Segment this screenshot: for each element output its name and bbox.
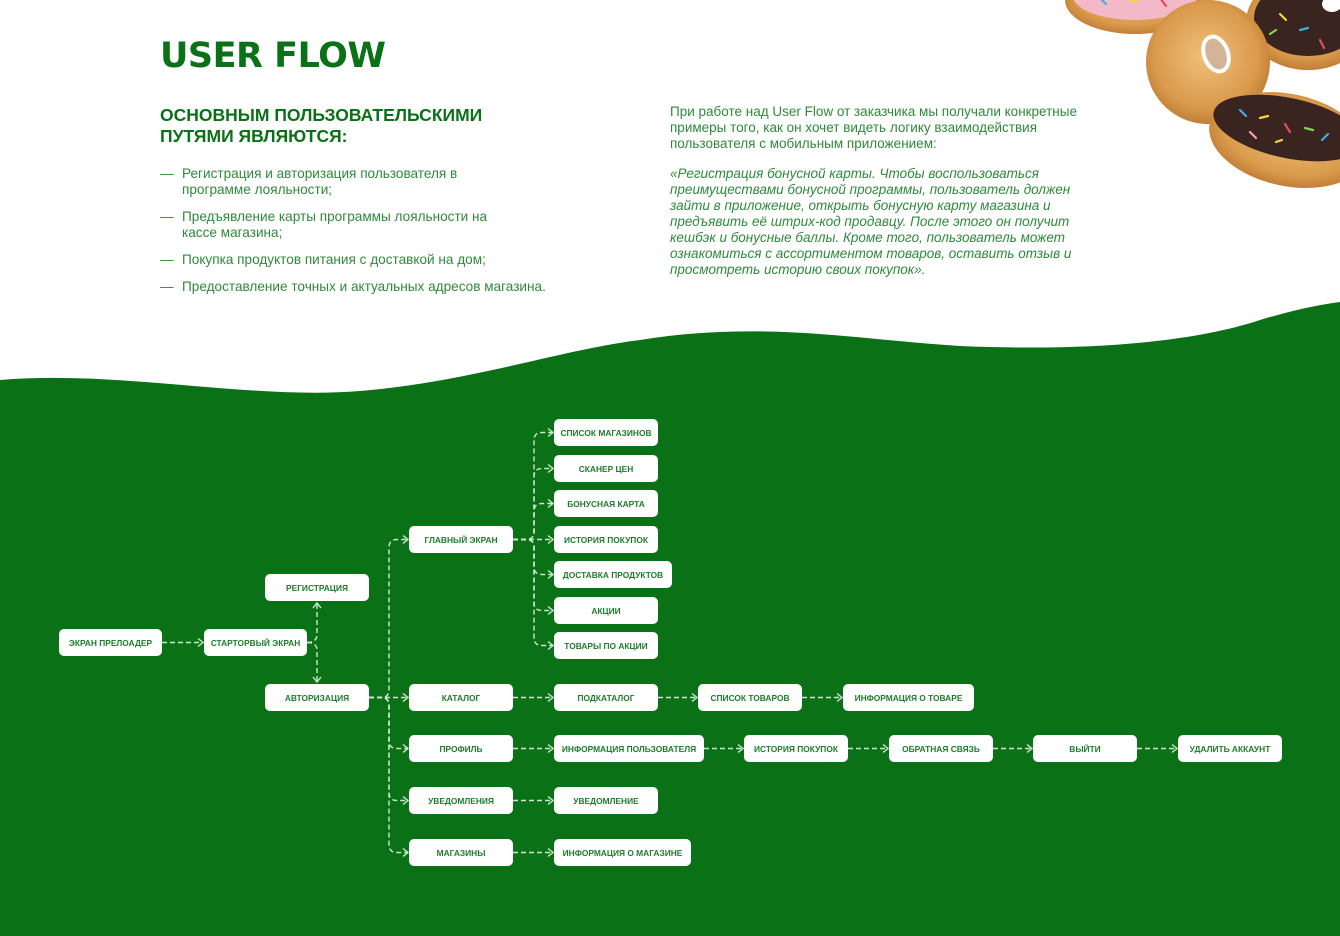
arrowhead-icon bbox=[1171, 743, 1179, 754]
node-authorization[interactable]: АВТОРИЗАЦИЯ bbox=[265, 684, 369, 711]
arrowhead-icon bbox=[547, 498, 555, 509]
node-price-scanner[interactable]: СКАНЕР ЦЕН bbox=[554, 455, 658, 482]
page-title: USER FLOW bbox=[160, 36, 386, 76]
arrowhead-icon bbox=[402, 847, 410, 858]
node-purchase-history[interactable]: ИСТОРИЯ ПОКУПОК bbox=[554, 526, 658, 553]
connector-main-stores_list bbox=[513, 431, 553, 541]
node-notifications[interactable]: УВЕДОМЛЕНИЯ bbox=[409, 787, 513, 814]
client-quote: «Регистрация бонусной карты. Чтобы воспо… bbox=[670, 166, 1072, 277]
connector-authorization-stores bbox=[369, 696, 408, 854]
connector-main-price_scanner bbox=[513, 467, 553, 541]
list-item: — Предъявление карты программы лояльност… bbox=[160, 209, 600, 241]
list-item: — Покупка продуктов питания с доставкой … bbox=[160, 252, 600, 268]
arrowhead-icon bbox=[547, 569, 555, 580]
node-start-screen[interactable]: СТАРТОРВЫЙ ЭКРАН bbox=[204, 629, 307, 656]
sprinkles bbox=[1100, 0, 1330, 144]
node-goods-info[interactable]: ИНФОРМАЦИЯ О ТОВАРЕ bbox=[843, 684, 974, 711]
donuts-illustration bbox=[1065, 0, 1340, 188]
chocolate-donut-top bbox=[1246, 0, 1340, 70]
node-registration[interactable]: РЕГИСТРАЦИЯ bbox=[265, 574, 369, 601]
connector-authorization-main bbox=[369, 538, 408, 699]
arrowhead-icon bbox=[312, 601, 322, 609]
section-subtitle: ОСНОВНЫМ ПОЛЬЗОВАТЕЛЬСКИМИ ПУТЯМИ ЯВЛЯЮТ… bbox=[160, 105, 483, 146]
node-store-info[interactable]: ИНФОРМАЦИЯ О МАГАЗИНЕ bbox=[554, 839, 691, 866]
connector-start-authorization bbox=[306, 641, 318, 682]
arrowhead-icon bbox=[547, 427, 555, 438]
connector-main-delivery bbox=[513, 538, 553, 576]
connector-start-registration bbox=[306, 603, 318, 644]
connector-main-promotions bbox=[513, 538, 553, 612]
list-item-text: Покупка продуктов питания с доставкой на… bbox=[182, 252, 486, 267]
arrowhead-icon bbox=[547, 605, 555, 616]
node-promo-goods[interactable]: ТОВАРЫ ПО АКЦИИ bbox=[554, 632, 658, 659]
node-goods-list[interactable]: СПИСОК ТОВАРОВ bbox=[698, 684, 802, 711]
node-main-screen[interactable]: ГЛАВНЫЙ ЭКРАН bbox=[409, 526, 513, 553]
arrowhead-icon bbox=[1026, 743, 1034, 754]
dash-bullet: — bbox=[160, 166, 174, 181]
dash-bullet: — bbox=[160, 252, 174, 267]
node-logout[interactable]: ВЫЙТИ bbox=[1033, 735, 1137, 762]
dash-bullet: — bbox=[160, 279, 174, 294]
arrowhead-icon bbox=[547, 692, 555, 703]
node-subcatalog[interactable]: ПОДКАТАЛОГ bbox=[554, 684, 658, 711]
node-stores[interactable]: МАГАЗИНЫ bbox=[409, 839, 513, 866]
intro-paragraph: При работе над User Flow от заказчика мы… bbox=[670, 104, 1077, 151]
green-wave-background bbox=[0, 302, 1340, 936]
node-profile[interactable]: ПРОФИЛЬ bbox=[409, 735, 513, 762]
arrowhead-icon bbox=[547, 847, 555, 858]
node-preloader-screen[interactable]: ЭКРАН ПРЕЛОАДЕР bbox=[59, 629, 162, 656]
list-item: — Предоставление точных и актуальных адр… bbox=[160, 279, 600, 295]
node-catalog[interactable]: КАТАЛОГ bbox=[409, 684, 513, 711]
arrowhead-icon bbox=[197, 637, 205, 648]
arrowhead-icon bbox=[402, 692, 410, 703]
list-item: — Регистрация и авторизация пользователя… bbox=[160, 166, 600, 198]
arrowhead-icon bbox=[312, 676, 322, 684]
arrowhead-icon bbox=[402, 534, 410, 545]
arrowhead-icon bbox=[691, 692, 699, 703]
user-paths-list: — Регистрация и авторизация пользователя… bbox=[160, 166, 600, 306]
node-delivery[interactable]: ДОСТАВКА ПРОДУКТОВ bbox=[554, 561, 672, 588]
arrowhead-icon bbox=[547, 743, 555, 754]
arrowhead-icon bbox=[547, 463, 555, 474]
arrowhead-icon bbox=[737, 743, 745, 754]
plain-donut bbox=[1146, 0, 1270, 124]
arrowhead-icon bbox=[547, 795, 555, 806]
node-user-info[interactable]: ИНФОРМАЦИЯ ПОЛЬЗОВАТЕЛЯ bbox=[554, 735, 704, 762]
arrowhead-icon bbox=[882, 743, 890, 754]
arrowhead-icon bbox=[547, 534, 555, 545]
list-item-text: Регистрация и авторизация пользователя в… bbox=[182, 166, 458, 197]
list-item-text: Предоставление точных и актуальных адрес… bbox=[182, 279, 546, 294]
arrowhead-icon bbox=[402, 743, 410, 754]
node-delete-account[interactable]: УДАЛИТЬ АККАУНТ bbox=[1178, 735, 1282, 762]
dash-bullet: — bbox=[160, 209, 174, 224]
connector-main-bonus_card bbox=[513, 502, 553, 541]
list-item-text: Предъявление карты программы лояльности … bbox=[182, 209, 488, 240]
node-bonus-card[interactable]: БОНУСНАЯ КАРТА bbox=[554, 490, 658, 517]
node-notification[interactable]: УВЕДОМЛЕНИЕ bbox=[554, 787, 658, 814]
node-promotions[interactable]: АКЦИИ bbox=[554, 597, 658, 624]
node-profile-purchase-history[interactable]: ИСТОРИЯ ПОКУПОК bbox=[744, 735, 848, 762]
arrowhead-icon bbox=[547, 640, 555, 651]
node-feedback[interactable]: ОБРАТНАЯ СВЯЗЬ bbox=[889, 735, 993, 762]
node-stores-list[interactable]: СПИСОК МАГАЗИНОВ bbox=[554, 419, 658, 446]
arrowhead-icon bbox=[402, 795, 410, 806]
connector-main-promo_goods bbox=[513, 538, 553, 647]
arrowhead-icon bbox=[836, 692, 844, 703]
